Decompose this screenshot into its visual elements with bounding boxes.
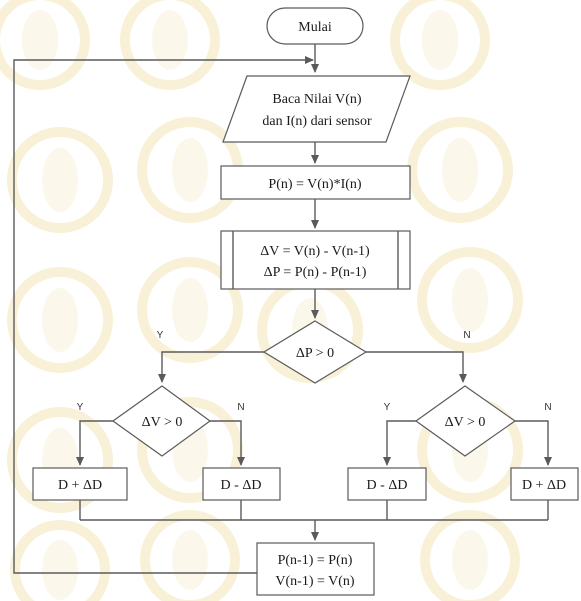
arrow-right-no: [515, 420, 552, 466]
arrow-left-yes: [76, 420, 113, 466]
start-label: Mulai: [298, 20, 332, 35]
power-label: P(n) = V(n)*I(n): [268, 177, 362, 192]
decision-dp-label: ΔP > 0: [296, 346, 334, 361]
action-2-label: D - ΔD: [221, 478, 262, 493]
arrow-right-yes: [383, 420, 416, 466]
read-sensor-io: Baca Nilai V(n) dan I(n) dari sensor: [222, 75, 411, 143]
update-label-line2: V(n-1) = V(n): [275, 574, 355, 589]
arrow-decision-no: [366, 351, 467, 383]
decision-dv-right: ΔV > 0 Y N: [384, 385, 552, 457]
arrow-decision-yes: [158, 351, 264, 383]
decision-dv-right-label: ΔV > 0: [445, 415, 486, 430]
decision-dv-left: ΔV > 0 Y N: [77, 385, 245, 457]
label-y-left: Y: [77, 402, 84, 413]
update-process: P(n-1) = P(n) V(n-1) = V(n): [256, 542, 375, 596]
action-box-4: D + ΔD: [510, 467, 579, 501]
read-label-line1: Baca Nilai V(n): [272, 92, 361, 107]
action-1-label: D + ΔD: [58, 478, 102, 493]
label-y-main: Y: [157, 330, 164, 341]
decision-dp: ΔP > 0 Y N: [157, 320, 471, 384]
arrow-loop-back: [13, 56, 314, 574]
decision-dv-left-label: ΔV > 0: [142, 415, 183, 430]
action-3-label: D - ΔD: [367, 478, 408, 493]
power-process: P(n) = V(n)*I(n): [220, 165, 411, 200]
delta-process: ΔV = V(n) - V(n-1) ΔP = P(n) - P(n-1): [220, 230, 411, 290]
label-y-right: Y: [384, 402, 391, 413]
start-terminator: Mulai: [266, 7, 364, 45]
label-n-main: N: [463, 330, 470, 341]
action-box-2: D - ΔD: [202, 467, 281, 501]
action-box-3: D - ΔD: [347, 467, 427, 501]
read-label-line2: dan I(n) dari sensor: [262, 114, 372, 129]
label-n-right: N: [544, 402, 551, 413]
delta-label-line1: ΔV = V(n) - V(n-1): [260, 244, 370, 259]
label-n-left: N: [237, 402, 244, 413]
action-box-1: D + ΔD: [32, 467, 128, 501]
delta-label-line2: ΔP = P(n) - P(n-1): [264, 265, 367, 280]
connectors: [13, 44, 552, 574]
action-4-label: D + ΔD: [522, 478, 566, 493]
arrow-left-no: [210, 420, 245, 466]
update-label-line1: P(n-1) = P(n): [278, 553, 353, 568]
